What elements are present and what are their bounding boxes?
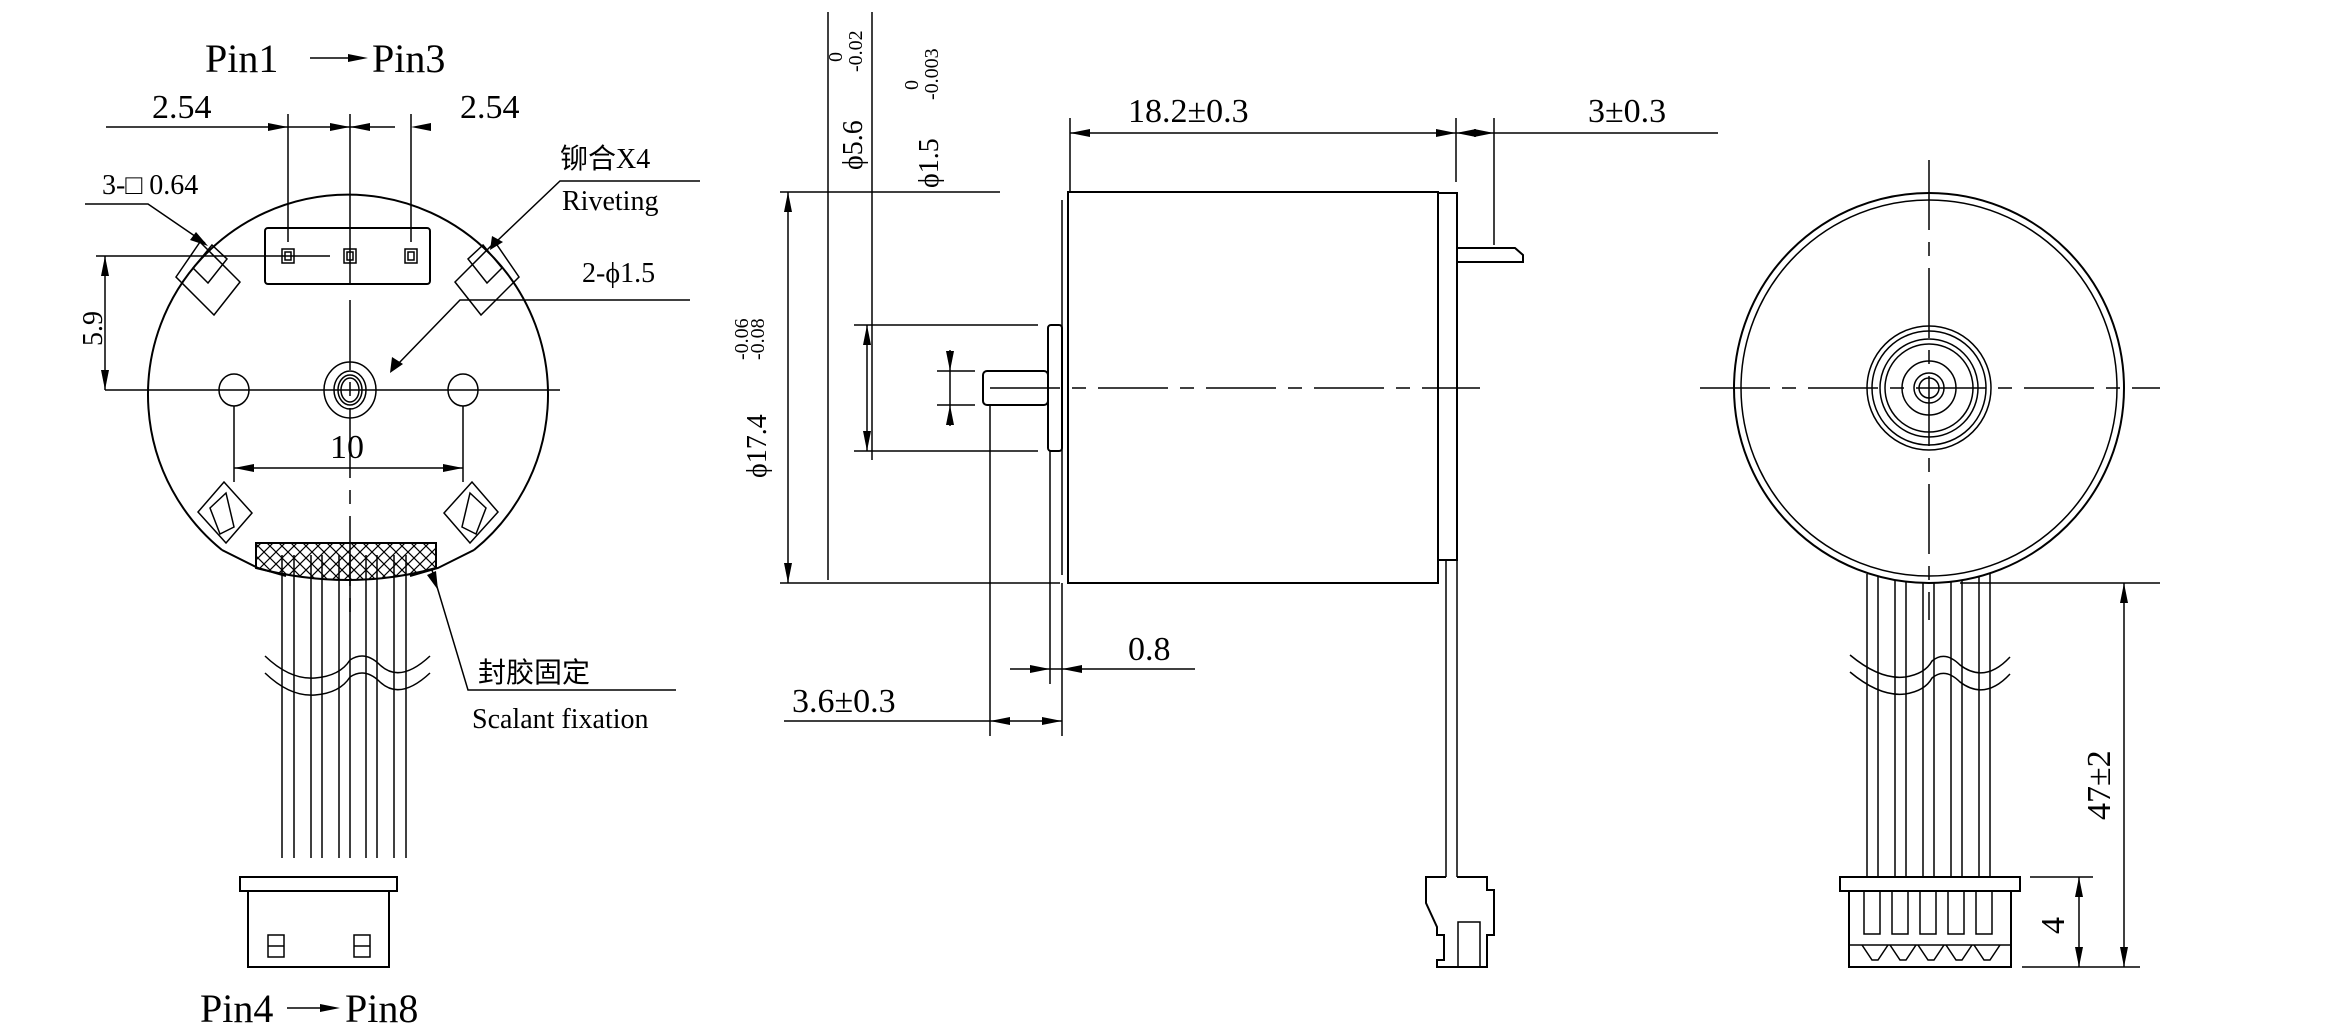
right-end-view: 47±2 4 bbox=[1700, 160, 2160, 968]
riveting-en-label: Riveting bbox=[562, 186, 658, 217]
connector-body bbox=[247, 890, 390, 968]
svg-text:0: 0 bbox=[825, 52, 847, 62]
pitch-left-dim: 2.54 bbox=[152, 89, 212, 126]
pitch-right-dim: 2.54 bbox=[460, 89, 520, 126]
pin-top-end-label: Pin3 bbox=[372, 36, 445, 81]
pin-bottom-start-label: Pin4 bbox=[200, 986, 273, 1031]
side-connector bbox=[1425, 876, 1495, 968]
body-dia-label: ϕ17.4 -0.06 -0.08 bbox=[731, 318, 773, 478]
arrow-head-icon bbox=[348, 54, 368, 62]
svg-text:ϕ1.5: ϕ1.5 bbox=[914, 138, 945, 188]
side-view: ϕ5.6 0 -0.02 ϕ1.5 0 -0.003 ϕ17.4 -0.06 -… bbox=[731, 12, 1718, 968]
shaft-small-dia-label: ϕ1.5 0 -0.003 bbox=[901, 48, 945, 188]
pin-square-2 bbox=[343, 248, 357, 264]
rivet-top-right bbox=[453, 240, 520, 317]
connector-slots bbox=[1849, 891, 2011, 961]
svg-text:-0.08: -0.08 bbox=[747, 318, 769, 360]
pin-top-start-label: Pin1 bbox=[205, 36, 278, 81]
connector-flange bbox=[239, 876, 398, 892]
pin-header-box bbox=[264, 227, 431, 285]
pin-square-callout: 3-□ 0.64 bbox=[102, 170, 198, 201]
shaft-length-dim: 3.6±0.3 bbox=[792, 683, 896, 720]
rear-pin bbox=[1457, 247, 1524, 263]
connector-height-dim: 4 bbox=[2035, 917, 2072, 934]
riveting-cn-label: 铆合X4 bbox=[560, 143, 650, 175]
sealant-block bbox=[255, 542, 437, 581]
shaft-main-dia-label: ϕ5.6 0 -0.02 bbox=[825, 30, 869, 170]
rivet-top-left bbox=[175, 240, 242, 317]
connector-body bbox=[1848, 890, 2012, 968]
lead-wires bbox=[281, 555, 407, 858]
svg-text:-0.06: -0.06 bbox=[731, 318, 753, 360]
svg-text:-0.02: -0.02 bbox=[845, 30, 867, 72]
flange-thickness-dim: 0.8 bbox=[1128, 631, 1171, 668]
hole-callout: 2-ϕ1.5 bbox=[582, 258, 655, 289]
pin-square-1 bbox=[281, 248, 295, 264]
rivet-bottom-right bbox=[442, 480, 500, 545]
svg-text:-0.003: -0.003 bbox=[921, 48, 943, 100]
sealant-en-label: Scalant fixation bbox=[472, 704, 649, 735]
end-cap-circle bbox=[147, 193, 549, 551]
rivet-bottom-left bbox=[196, 480, 254, 545]
end-cap bbox=[1437, 192, 1458, 561]
svg-text:0: 0 bbox=[901, 80, 923, 90]
wire-break-mark-upper bbox=[264, 655, 431, 679]
left-end-view: Pin1 Pin3 2.54 2.54 3-□ 0.64 铆合X4 Riveti… bbox=[78, 36, 700, 1031]
pin-square-3 bbox=[404, 248, 418, 264]
lead-wires bbox=[1866, 574, 1991, 877]
arrow-head-icon bbox=[320, 1004, 340, 1012]
pin-length-dim: 3±0.3 bbox=[1588, 93, 1666, 130]
lead-length-dim: 47±2 bbox=[2081, 750, 2118, 820]
height-dim-5-9: 5.9 bbox=[78, 311, 109, 346]
sealant-cn-label: 封胶固定 bbox=[478, 657, 590, 689]
wire-break-mark-upper bbox=[1849, 654, 2011, 679]
svg-text:ϕ17.4: ϕ17.4 bbox=[742, 414, 773, 478]
pin-bottom-end-label: Pin8 bbox=[345, 986, 418, 1031]
body-length-dim: 18.2±0.3 bbox=[1128, 93, 1249, 130]
svg-text:ϕ5.6: ϕ5.6 bbox=[838, 120, 869, 170]
wire-break-mark-lower bbox=[1849, 671, 2011, 696]
connector-flange bbox=[1839, 876, 2021, 892]
hole-spacing-dim: 10 bbox=[330, 429, 364, 466]
wire-break-mark-lower bbox=[264, 672, 431, 696]
